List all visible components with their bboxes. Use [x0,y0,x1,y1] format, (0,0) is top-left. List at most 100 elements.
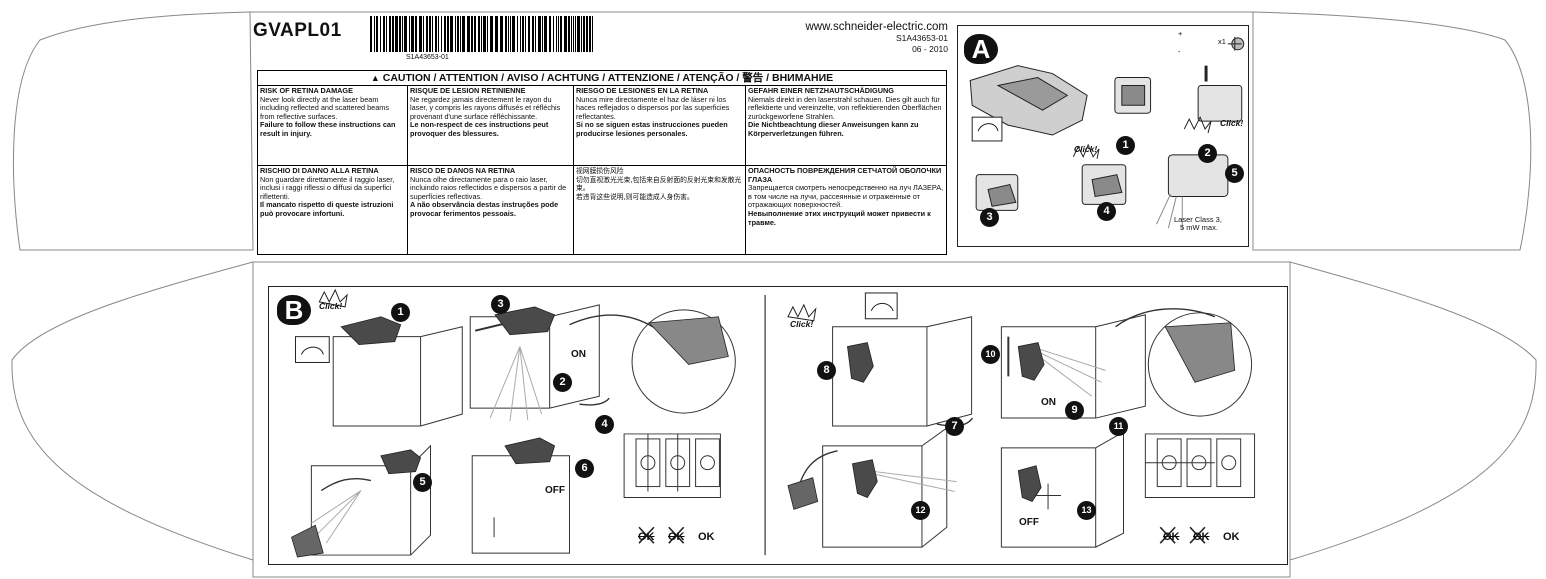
barcode-bar [583,16,585,52]
step-badge-b3: 3 [491,295,510,314]
barcode-bar [581,16,582,52]
cell-body: Запрещается смотреть непосредственно на … [748,183,944,210]
barcode-bar [457,16,459,52]
cell-title: RISK OF RETINA DAMAGE [260,86,353,95]
step-badge-b10: 10 [981,345,1000,364]
ok-crossed-label: OK [638,531,655,543]
step-badge-b11: 11 [1109,417,1128,436]
step-badge-b7: 7 [945,417,964,436]
caution-cell-de: GEFAHR EINER NETZHAUTSCHÄDIGUNG Niemals … [746,86,946,166]
barcode-bar [483,16,486,52]
cell-title: GEFAHR EINER NETZHAUTSCHÄDIGUNG [748,86,894,95]
barcode-bar [592,16,593,52]
barcode-bar [528,16,530,52]
barcode-bar [556,16,557,52]
caution-cell-pt: RISCO DE DANOS NA RETINA Nunca olhe dire… [408,166,574,254]
cell-body: Never look directly at the laser beam in… [260,94,389,121]
barcode-bar [409,16,410,52]
cell-body: Nunca olhe directamente para o raio lase… [410,174,567,201]
barcode-bar [517,16,518,52]
cell-body: 切勿直视激光光束,包括来自反射面的反射光束和发散光束。 [576,175,742,193]
barcode-bar [441,16,442,52]
cell-body: Niemals direkt in den laserstrahl schaue… [748,94,942,121]
barcode-bar [589,16,591,52]
caution-title: CAUTION / ATTENTION / AVISO / ACHTUNG / … [382,72,834,84]
barcode-bar [376,16,378,52]
caution-grid: RISK OF RETINA DAMAGE Never look directl… [258,86,946,254]
caution-cell-fr: RISQUE DE LESION RETINIENNE Ne regardez … [408,86,574,166]
click-label: Click! [790,319,814,329]
caution-cell-es: RIESGO DE LESIONES EN LA RETINA Nunca mi… [574,86,746,166]
barcode-bar [500,16,503,52]
step-badge-a5: 5 [1225,164,1244,183]
barcode-bar [415,16,417,52]
barcode-bar [575,16,576,52]
barcode-bar [487,16,488,52]
barcode-bar [380,16,381,52]
barcode-bar [560,16,562,52]
barcode-bar [558,16,559,52]
click-label: Click! [1074,144,1098,154]
battery-plus: + [1178,29,1183,38]
cell-warning: Si no se siguen estas instrucciones pued… [576,120,728,138]
caution-table: ▲CAUTION / ATTENTION / AVISO / ACHTUNG /… [257,70,947,255]
panel-a-illustration [969,36,1245,231]
cell-title: RISQUE DE LESION RETINIENNE [410,86,526,95]
step-badge-a1: 1 [1116,136,1135,155]
barcode-bar [573,16,574,52]
barcode-bar [542,16,543,52]
barcode-bar [577,16,580,52]
step-badge-b12: 12 [911,501,930,520]
laser-power-label: 5 mW max. [1180,223,1218,232]
on-label: ON [1041,397,1056,408]
caution-cell-en: RISK OF RETINA DAMAGE Never look directl… [258,86,408,166]
barcode-bar [444,16,446,52]
cell-warning: A não observância destas instruções pode… [410,200,559,218]
ok-crossed-label: OK [1163,531,1180,543]
off-label: OFF [545,485,565,496]
barcode [370,16,593,52]
cell-warning: Failure to follow these instructions can… [260,120,396,138]
barcode-bar [586,16,588,52]
cell-title: ОПАСНОСТЬ ПОВРЕЖДЕНИЯ СЕТЧАТОЙ ОБОЛОЧКИ … [748,166,942,184]
step-badge-b6: 6 [575,459,594,478]
barcode-bar [392,16,394,52]
barcode-bar [553,16,554,52]
barcode-bar [544,16,547,52]
caution-cell-zh: 视网膜损伤风险 切勿直视激光光束,包括来自反射面的反射光束和发散光束。 若违背这… [574,166,746,254]
barcode-bar [520,16,521,52]
cell-body: Non guardare direttamente il raggio lase… [260,174,395,201]
barcode-bar [423,16,424,52]
laser-class-label: Laser Class 3, [1174,215,1222,224]
barcode-bar [374,16,375,52]
cell-title: RISCO DE DANOS NA RETINA [410,166,516,175]
barcode-bar [512,16,515,52]
battery-count: x1 [1218,37,1226,46]
barcode-bar [478,16,480,52]
barcode-bar [429,16,431,52]
barcode-bar [508,16,509,52]
barcode-bar [404,16,407,52]
barcode-bar [455,16,456,52]
barcode-bar [432,16,433,52]
barcode-bar [402,16,403,52]
step-badge-b2: 2 [553,373,572,392]
barcode-bar [450,16,453,52]
barcode-bar [522,16,524,52]
step-badge-b9: 9 [1065,401,1084,420]
panel-b-illustration [291,288,1256,558]
step-badge-b4: 4 [595,415,614,434]
warning-triangle-icon: ▲ [370,73,380,83]
barcode-bar [471,16,473,52]
ok-crossed-label: OK [1193,531,1210,543]
barcode-bar [386,16,387,52]
cell-warning: Невыполнение этих инструкций может приве… [748,208,931,227]
ok-label: OK [698,531,715,543]
barcode-bar [532,16,534,52]
cell-title: RIESGO DE LESIONES EN LA RETINA [576,86,709,95]
website-link[interactable]: www.schneider-electric.com [805,21,948,33]
battery-minus: - [1178,47,1181,56]
cell-title: RISCHIO DI DANNO ALLA RETINA [260,166,379,175]
barcode-bar [505,16,507,52]
